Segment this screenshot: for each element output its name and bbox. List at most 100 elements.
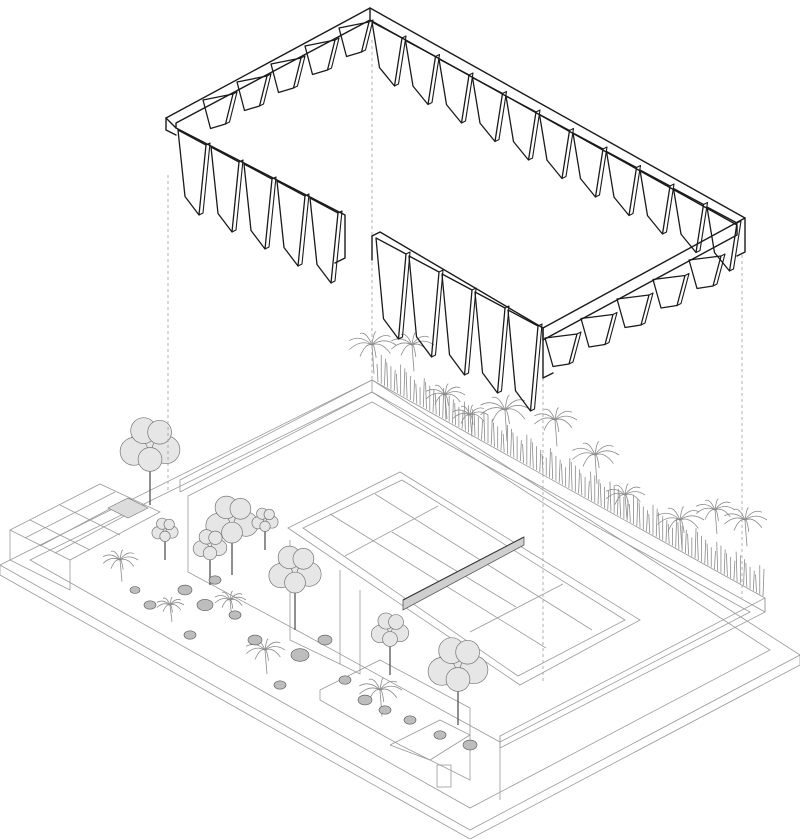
canopy-fin xyxy=(408,255,440,358)
canopy-fin-edge xyxy=(695,201,709,254)
palm-trunk xyxy=(371,344,375,374)
canopy-fin xyxy=(243,163,273,250)
hedge-stroke xyxy=(384,358,386,386)
palm-frond xyxy=(704,509,716,520)
canopy-fin xyxy=(309,197,339,284)
court-center-line xyxy=(391,531,517,608)
hedge-stroke xyxy=(655,508,658,537)
palm-frond xyxy=(371,343,391,354)
hedge-stroke xyxy=(628,504,631,523)
shrub xyxy=(183,630,197,640)
tree-canopy xyxy=(259,520,271,532)
canopy-fin-edge xyxy=(628,164,642,217)
tree-canopy xyxy=(388,614,404,630)
palm-frond xyxy=(119,552,134,561)
hedge-stroke xyxy=(714,551,716,570)
pergola-roof xyxy=(9,483,161,561)
hedge-stroke xyxy=(667,523,670,544)
palm-frond xyxy=(162,604,171,612)
hedge-stroke xyxy=(597,479,600,505)
hedge-stroke xyxy=(522,443,524,463)
palm-frond xyxy=(594,441,600,456)
site-inner-boundary xyxy=(29,391,771,809)
court-service-line-b xyxy=(469,583,564,633)
palm-tree xyxy=(534,407,578,447)
palm-frond xyxy=(469,413,485,422)
hedge-stroke xyxy=(568,458,571,489)
palm-frond xyxy=(534,413,556,421)
palm-frond xyxy=(400,333,413,346)
canopy-fin-edge xyxy=(728,220,742,272)
palm-frond xyxy=(543,408,556,421)
palm-frond xyxy=(594,453,614,464)
canopy-fin-edge xyxy=(640,292,654,326)
hedge-stroke xyxy=(551,452,554,480)
palm-trunk xyxy=(554,419,558,447)
palm-tree xyxy=(657,506,705,549)
palm-trunk xyxy=(469,414,473,437)
hedge-stroke xyxy=(376,363,379,383)
hedge-stroke xyxy=(665,520,668,543)
canopy-beam-top xyxy=(165,7,746,341)
hedge-stroke xyxy=(658,512,660,539)
perimeter-wall xyxy=(179,379,766,800)
hedge-stroke xyxy=(755,574,757,593)
canopy-corner-right xyxy=(736,217,746,257)
tree-canopy xyxy=(221,521,243,544)
palm-frond xyxy=(582,442,596,456)
palm-frond xyxy=(605,492,626,500)
palm-frond xyxy=(582,454,596,467)
hedge-stroke xyxy=(599,483,602,507)
palm-frond xyxy=(480,407,506,416)
canopy-fin xyxy=(471,76,504,143)
tree-canopy xyxy=(284,571,306,594)
palm-frond xyxy=(695,507,716,515)
palm-frond xyxy=(714,506,736,511)
shrub xyxy=(462,739,478,751)
hedge-stroke xyxy=(483,411,486,442)
hedge-stroke xyxy=(425,381,427,409)
canopy-fin xyxy=(202,93,234,130)
palm-frond xyxy=(368,678,381,691)
palm-frond xyxy=(162,597,171,606)
palm-tree xyxy=(724,507,768,547)
palm-frond xyxy=(606,488,626,496)
canopy-fin-edge xyxy=(393,35,407,87)
palm-frond xyxy=(469,407,484,416)
palm-frond xyxy=(714,498,719,511)
palm-frond xyxy=(264,641,281,651)
hedge-stroke xyxy=(687,533,689,555)
palm-frond xyxy=(594,450,620,456)
tree-canopy xyxy=(382,631,398,647)
hedge-stroke xyxy=(500,430,503,451)
tree-canopy xyxy=(159,530,171,542)
canopy-fin-edge xyxy=(712,253,726,287)
hedge xyxy=(376,354,765,597)
palm-frond xyxy=(359,687,381,695)
palm-frond xyxy=(624,486,641,496)
hedge-stroke xyxy=(454,403,457,426)
canopy-fin xyxy=(304,39,336,76)
canopy-fin-edge xyxy=(661,183,675,235)
hedge-stroke xyxy=(745,562,748,588)
canopy-fin xyxy=(338,21,370,58)
palm-frond xyxy=(371,335,391,346)
pergola xyxy=(9,483,161,591)
palm-frond xyxy=(554,407,560,421)
tennis-net xyxy=(402,536,525,611)
palm-trunk xyxy=(714,509,718,535)
tree-canopy xyxy=(229,498,252,520)
canopy-fin-edge xyxy=(460,72,474,124)
palm-frond xyxy=(379,685,403,691)
hedge-stroke xyxy=(493,422,495,447)
canopy-frame xyxy=(165,7,746,412)
canopy-fin-edge xyxy=(594,146,608,198)
palm-frond xyxy=(679,518,699,529)
canopy-fin-edge xyxy=(527,109,541,161)
palm-frond xyxy=(245,647,266,655)
tree-canopy xyxy=(445,667,471,692)
palm-frond xyxy=(214,598,231,604)
palm-tree xyxy=(214,590,247,620)
palm-tree xyxy=(349,331,397,374)
